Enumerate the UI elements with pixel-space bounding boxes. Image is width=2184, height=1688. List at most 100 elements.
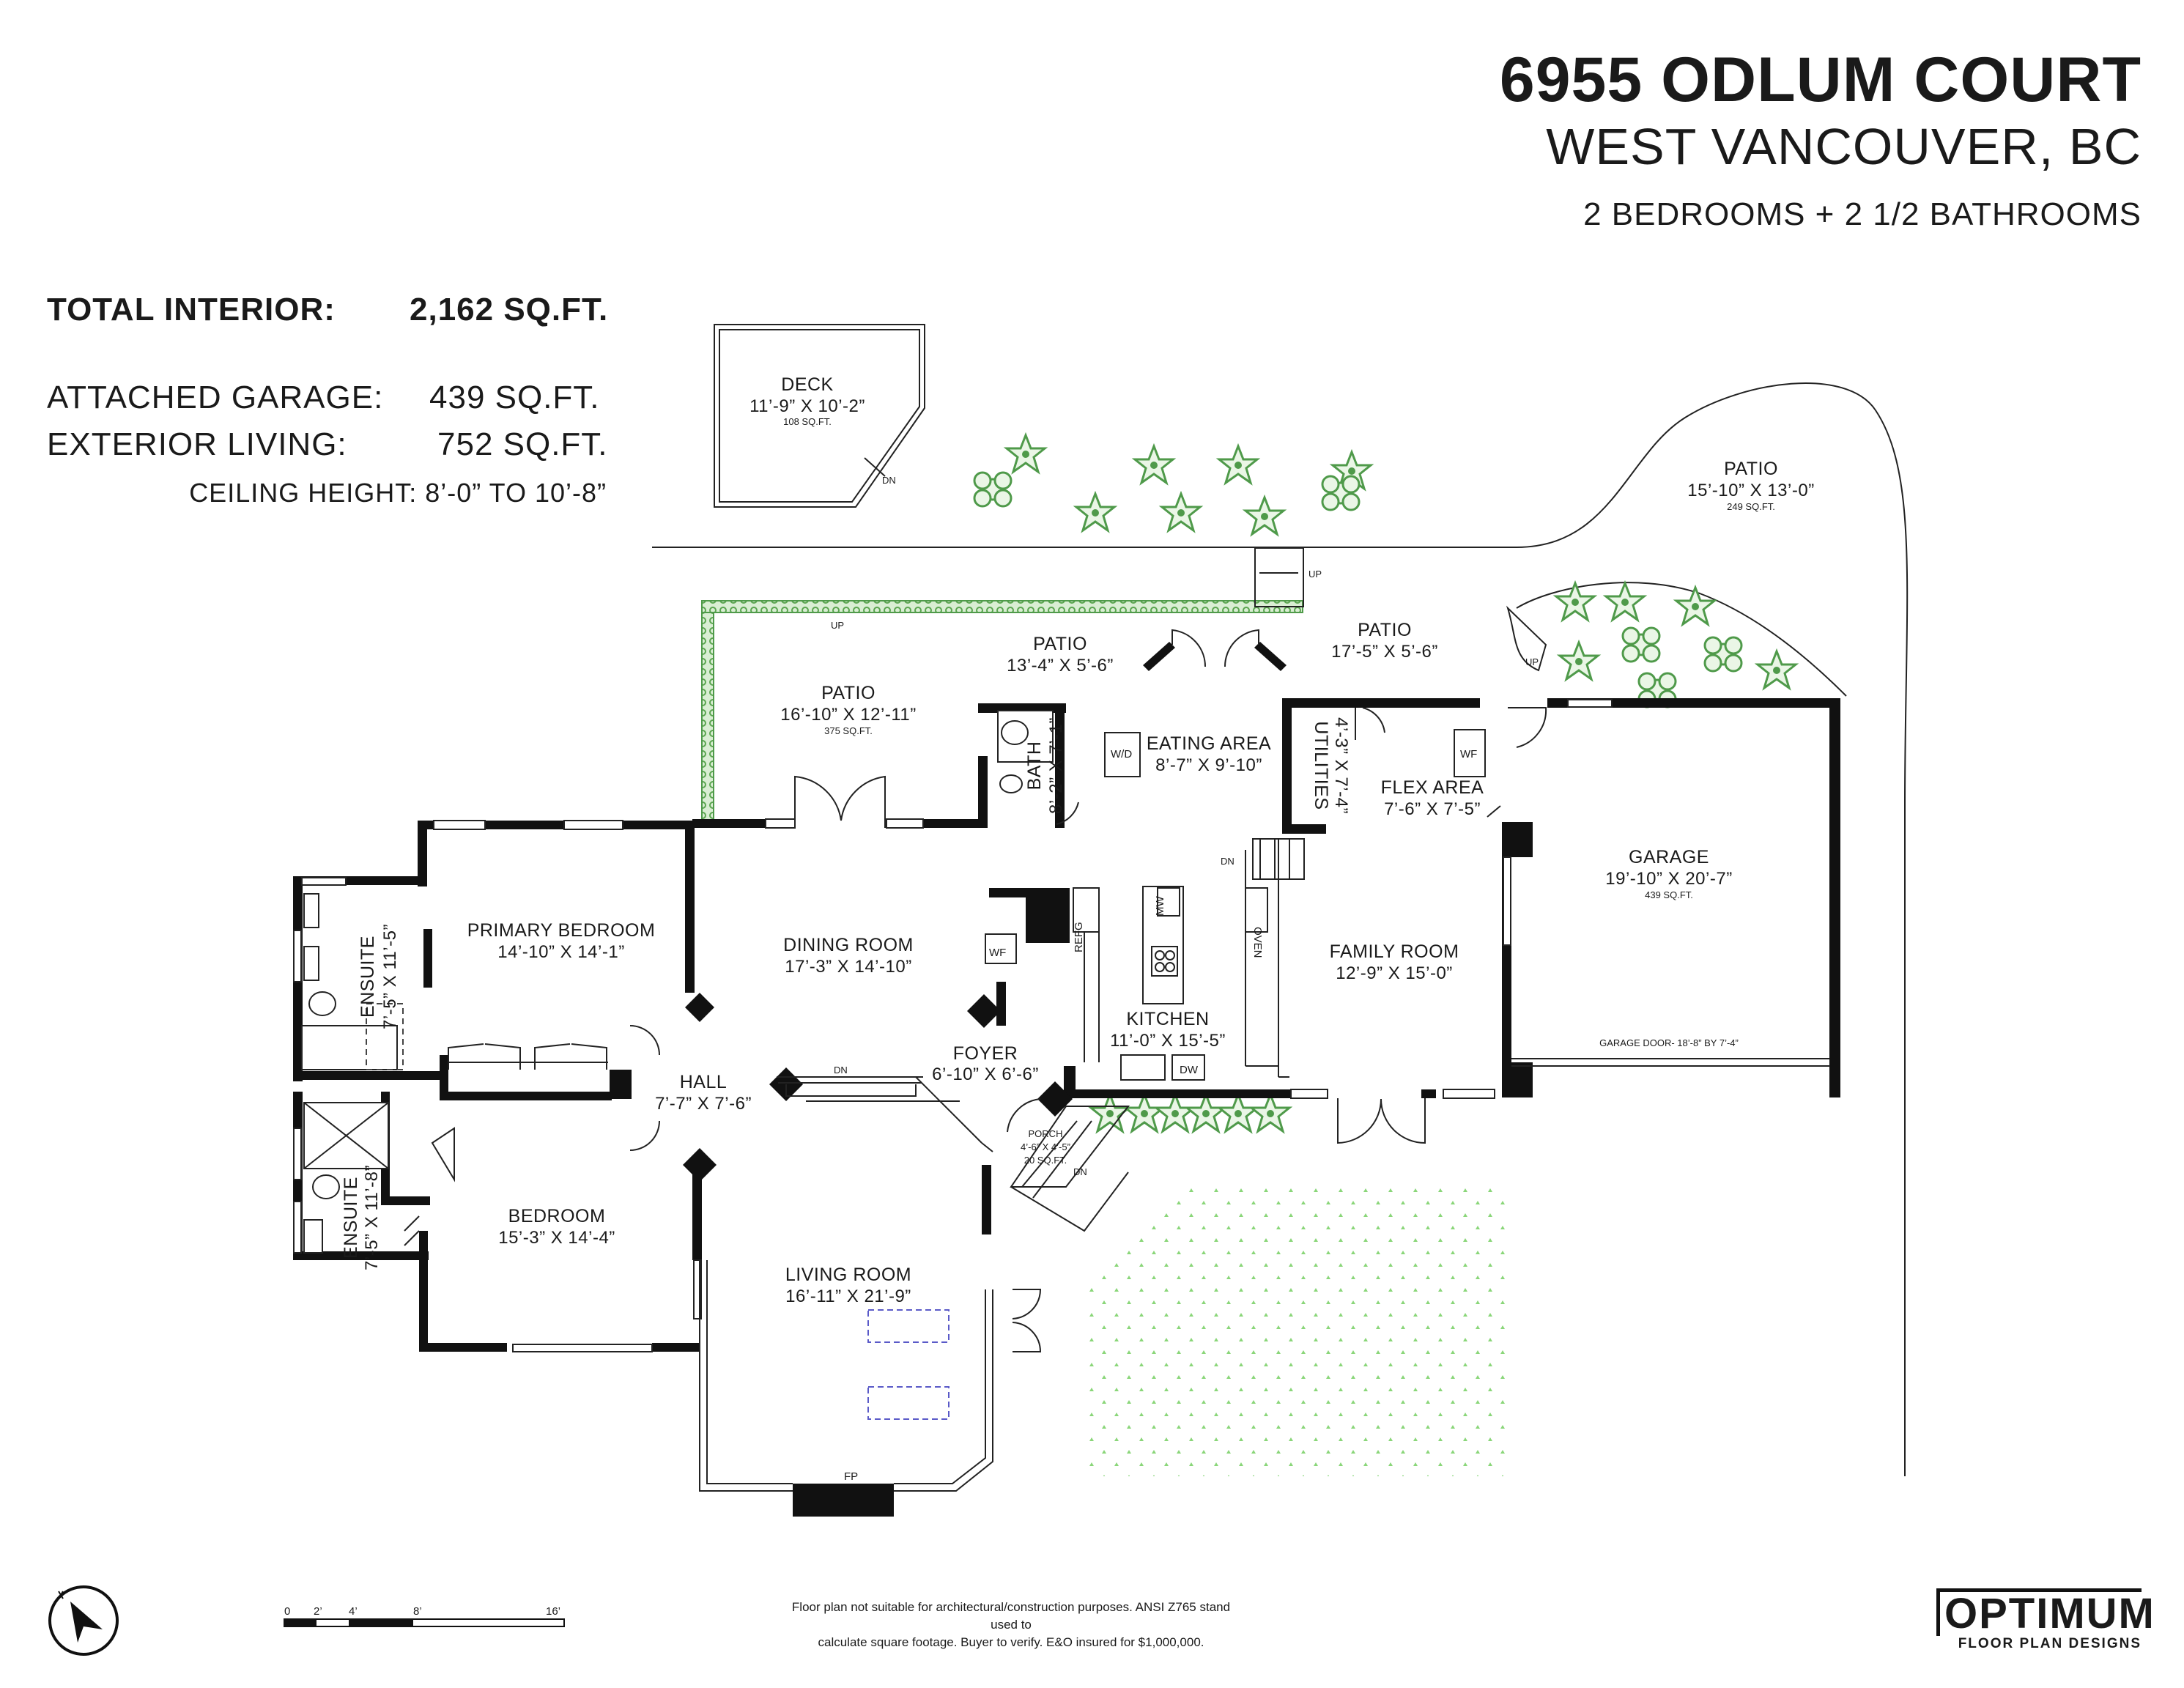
- hall-dims: 7’-7” X 7’-6”: [655, 1094, 752, 1114]
- deck-sqft: 108 SQ.FT.: [783, 416, 832, 427]
- kitchen-name: KITCHEN: [1126, 1009, 1209, 1029]
- mw-label: MW: [1154, 896, 1166, 916]
- oven-label: OVEN: [1251, 927, 1264, 958]
- walls: [293, 642, 1840, 1517]
- garage-dims: 19’-10” X 20’-7”: [1605, 869, 1732, 889]
- thin-walls: [699, 839, 1830, 1492]
- ceiling-height: CEILING HEIGHT: 8’-0” TO 10’-8”: [189, 478, 607, 508]
- total-interior-row: TOTAL INTERIOR: 2,162 SQ.FT.: [47, 292, 607, 328]
- patio-main-dims: 16’-10” X 12’-11”: [780, 705, 916, 725]
- flex-dims: 7’-6” X 7’-5”: [1384, 799, 1481, 819]
- dn-deck: DN: [882, 475, 896, 486]
- fp-label: FP: [844, 1470, 858, 1483]
- garage-area-label: ATTACHED GARAGE:: [47, 380, 384, 415]
- disclaimer: Floor plan not suitable for architectura…: [791, 1599, 1231, 1651]
- garage-area-row: ATTACHED GARAGE: 439 SQ.FT.: [47, 380, 599, 416]
- primary-name: PRIMARY BEDROOM: [467, 920, 656, 941]
- wd-label: W/D: [1111, 748, 1132, 760]
- eating-name: EATING AREA: [1147, 733, 1271, 754]
- porch-dims: 4’-6” X 4’-5”: [1021, 1141, 1070, 1152]
- windows: [293, 699, 1613, 1352]
- plants-porch: [1089, 1093, 1291, 1133]
- dining-dims: 17’-3” X 14’-10”: [785, 957, 911, 977]
- dw-label: DW: [1180, 1064, 1199, 1076]
- bed-bath-count: 2 BEDROOMS + 2 1/2 BATHROOMS: [1583, 196, 2142, 232]
- up-garden: UP: [1525, 656, 1539, 667]
- total-interior-value: 2,162 SQ.FT.: [410, 292, 609, 327]
- skylights: [867, 1309, 950, 1420]
- property-address: 6955 ODLUM COURT: [1499, 45, 2142, 115]
- deck: [714, 324, 925, 508]
- patio-east-name: PATIO: [1358, 620, 1412, 640]
- property-line: [652, 382, 1909, 1476]
- room-labels: DECK 11’-9” X 10’-2” 108 SQ.FT. PATIO 15…: [341, 374, 1814, 1306]
- dn-family: DN: [1221, 856, 1234, 867]
- wf-label-flex: WF: [1460, 748, 1477, 760]
- porch-sqft: 20 SQ.FT.: [1024, 1155, 1067, 1166]
- fixture-labels: W/D WF WF REFG MW OVEN DW FP DN UP UP UP…: [831, 475, 1539, 1483]
- family-dims: 12’-9” X 15’-0”: [1336, 963, 1453, 983]
- patio-garden-dims: 15’-10” X 13’-0”: [1687, 481, 1814, 500]
- lawn-area: [1088, 1183, 1508, 1476]
- dining-name: DINING ROOM: [783, 935, 914, 955]
- exterior-area-row: EXTERIOR LIVING: 752 SQ.FT.: [47, 426, 607, 463]
- garage-area-value: 439 SQ.FT.: [429, 380, 600, 415]
- scale-16: 16’: [546, 1605, 560, 1618]
- brand-name: OPTIMUM: [1936, 1588, 2154, 1636]
- utilities-name: UTILITIES: [1311, 721, 1331, 810]
- disclaimer-line-2: calculate square footage. Buyer to verif…: [818, 1635, 1204, 1649]
- scale-0: 0: [284, 1605, 290, 1618]
- garage-sqft: 439 SQ.FT.: [1645, 889, 1693, 900]
- wf-label-foyer: WF: [989, 947, 1006, 959]
- eating-dims: 8’-7” X 9’-10”: [1155, 755, 1262, 775]
- patio-mid-dims: 13’-4” X 5’-6”: [1007, 656, 1114, 675]
- ensuite1-dims: 7’-5” X 11’-5”: [380, 924, 400, 1029]
- bedroom-name: BEDROOM: [508, 1206, 606, 1226]
- exterior-area-label: EXTERIOR LIVING:: [47, 426, 347, 462]
- scale-bar: 0 2’ 4’ 8’ 16’: [284, 1605, 565, 1627]
- porch-name: PORCH: [1029, 1128, 1063, 1139]
- family-name: FAMILY ROOM: [1330, 941, 1459, 962]
- property-city: WEST VANCOUVER, BC: [1546, 118, 2142, 175]
- living-name: LIVING ROOM: [785, 1265, 911, 1285]
- patio-east-dims: 17’-5” X 5’-6”: [1331, 642, 1438, 662]
- total-interior-label: TOTAL INTERIOR:: [47, 292, 336, 327]
- refg-label: REFG: [1073, 922, 1085, 952]
- ensuite2-dims: 7’-5” X 11’-8”: [362, 1165, 382, 1270]
- north-arrow-icon: [48, 1585, 119, 1656]
- flex-name: FLEX AREA: [1381, 777, 1484, 798]
- dn-porch: DN: [1073, 1166, 1087, 1177]
- scale-8: 8’: [413, 1605, 422, 1618]
- deck-name: DECK: [781, 374, 833, 395]
- scale-4: 4’: [349, 1605, 358, 1618]
- brand-logo: OPTIMUM FLOOR PLAN DESIGNS: [1936, 1588, 2154, 1652]
- brand-tagline: FLOOR PLAN DESIGNS: [1958, 1636, 2142, 1651]
- bedroom-dims: 15’-3” X 14’-4”: [498, 1228, 615, 1248]
- bath-name: BATH: [1024, 741, 1045, 791]
- bath-dims: 8’-2” X 7’-1”: [1046, 717, 1066, 814]
- up-walk: UP: [1308, 569, 1322, 580]
- patio-main-sqft: 375 SQ.FT.: [824, 725, 873, 736]
- patio-main-name: PATIO: [821, 683, 876, 703]
- bathroom-fixtures: [301, 710, 1054, 1254]
- kitchen-dims: 11’-0” X 15’-5”: [1110, 1031, 1226, 1051]
- doors: [629, 629, 1547, 1352]
- patio-garden-sqft: 249 SQ.FT.: [1727, 501, 1775, 512]
- stairs: [1010, 838, 1305, 1232]
- patio-mid-name: PATIO: [1033, 634, 1087, 654]
- walkway-steps: [1254, 547, 1547, 672]
- foyer-dims: 6’-10” X 6’-6”: [932, 1065, 1039, 1084]
- deck-dims: 11’-9” X 10’-2”: [749, 396, 865, 416]
- closets: [404, 1043, 608, 1246]
- kitchen-fixtures: [985, 729, 1486, 1081]
- ensuite2-name: ENSUITE: [341, 1177, 361, 1259]
- living-dims: 16’-11” X 21’-9”: [785, 1287, 911, 1306]
- up-patio: UP: [831, 620, 844, 631]
- scale-2: 2’: [314, 1605, 322, 1618]
- exterior-area-value: 752 SQ.FT.: [437, 426, 608, 462]
- primary-dims: 14’-10” X 14’-1”: [497, 942, 624, 962]
- foyer-name: FOYER: [953, 1043, 1018, 1064]
- utilities-dims: 4’-3” X 7’-4”: [1331, 717, 1351, 814]
- disclaimer-line-1: Floor plan not suitable for architectura…: [791, 1600, 1231, 1632]
